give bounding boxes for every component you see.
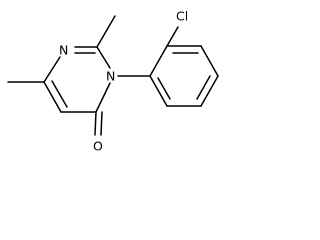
bond-c2-n3: [96, 46, 111, 69]
bond-c6-n1: [43, 56, 61, 83]
phenyl-double-2: [196, 75, 211, 100]
phenyl-bond-1: [149, 45, 168, 77]
bond-c5-c6: [43, 81, 62, 113]
atom-n3-label: N: [106, 69, 115, 84]
bonds: [7, 15, 219, 136]
phenyl-bond-6: [149, 75, 168, 107]
phenyl-bond-4: [200, 75, 219, 107]
bond-c4-o: [94, 111, 97, 136]
atom-n1-label: N: [59, 43, 68, 58]
chemical-structure-diagram: N N O Cl: [7, 9, 219, 154]
phenyl-bond-3: [200, 45, 219, 77]
atom-o-label: O: [93, 139, 103, 154]
bond-c5-c6-double: [51, 80, 68, 108]
phenyl-double-3: [157, 77, 171, 100]
bond-c4-o-double: [100, 111, 103, 136]
bond-phenyl-cl: [166, 26, 179, 47]
atom-cl-label: Cl: [176, 9, 188, 24]
atom-labels: N N O Cl: [59, 9, 188, 154]
bond-n3-c4: [95, 82, 111, 113]
bond-c2-methyl: [96, 15, 116, 48]
